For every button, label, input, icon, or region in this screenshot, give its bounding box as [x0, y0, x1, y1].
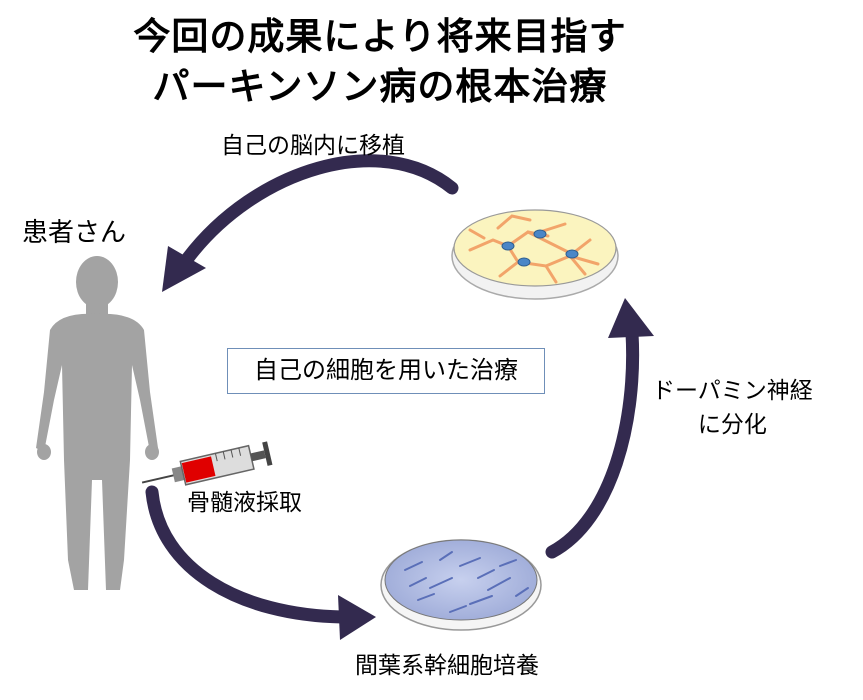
- human-silhouette-icon: [36, 256, 159, 590]
- label-transplant: 自己の脳内に移植: [221, 133, 405, 159]
- label-differentiation-line-1: ドーパミン神経: [652, 378, 813, 404]
- label-patient: 患者さん: [22, 218, 127, 248]
- title-line-2: パーキンソン病の根本治療: [152, 65, 608, 108]
- center-treatment-box: 自己の細胞を用いた治療: [227, 348, 545, 394]
- label-bone-marrow: 骨髄液採取: [187, 490, 302, 516]
- label-culture: 間葉系幹細胞培養: [355, 653, 539, 679]
- label-differentiation-line-2: に分化: [697, 412, 767, 438]
- petri-dish-culture-icon: [380, 539, 542, 631]
- arrow-differentiation: [545, 298, 654, 559]
- title-line-1: 今回の成果により将来目指す: [133, 15, 627, 58]
- petri-dish-neurons-icon: [451, 209, 619, 300]
- syringe-icon: [141, 441, 273, 486]
- label-differentiation: ドーパミン神経 に分化: [652, 374, 813, 442]
- arrow-culture: [145, 485, 376, 640]
- arrow-transplant: [162, 154, 459, 292]
